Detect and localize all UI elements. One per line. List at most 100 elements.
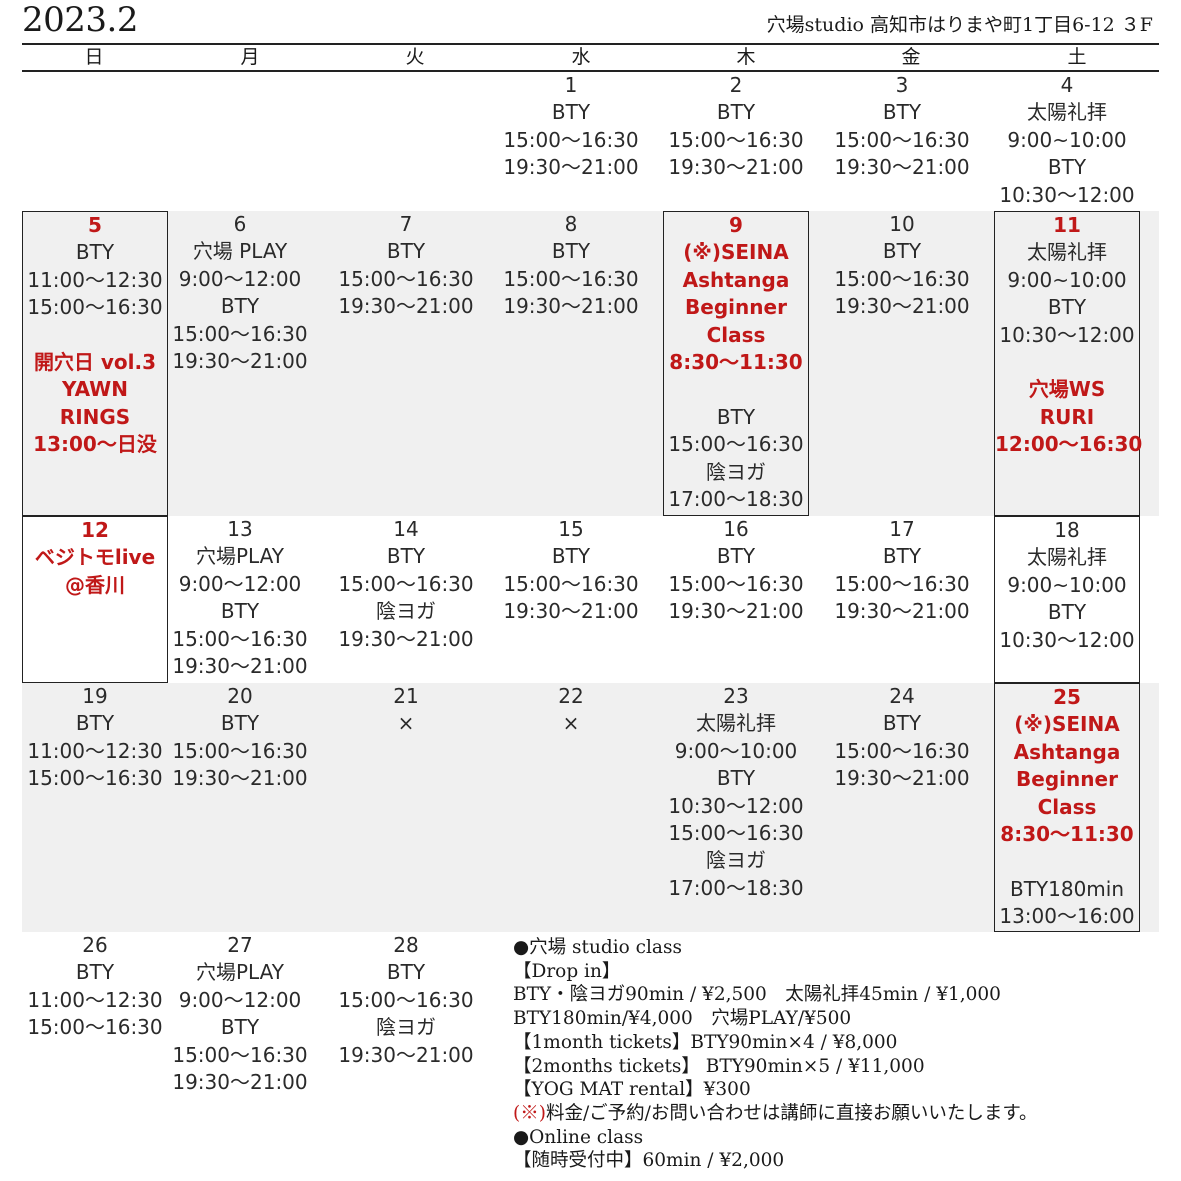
day-number: 11 bbox=[1053, 213, 1081, 237]
dropin-price-line-1: BTY・陰ヨガ90min / ¥2,500 太陽礼拝45min / ¥1,000 bbox=[513, 984, 1001, 1006]
event-line: Class bbox=[706, 322, 766, 347]
schedule-line: 19:30〜21:00 bbox=[668, 155, 804, 180]
studio-address: 穴場studio 高知市はりまや町1丁目6-12 ３F bbox=[766, 14, 1153, 36]
schedule-line: 19:30〜21:00 bbox=[503, 294, 639, 319]
weekday-header-row: 日 月 火 水 木 金 土 bbox=[0, 44, 1181, 70]
schedule-line: 15:00〜16:30 bbox=[668, 821, 804, 846]
day-cell: 21× bbox=[333, 683, 479, 738]
day-number: 13 bbox=[227, 517, 253, 541]
schedule-line: BTY bbox=[1047, 600, 1087, 625]
schedule-line: 陰ヨガ bbox=[706, 848, 766, 873]
header-divider bbox=[22, 43, 1159, 45]
day-number: 19 bbox=[82, 684, 108, 708]
online-class-heading: ●Online class bbox=[513, 1126, 644, 1148]
pricing-info: ●穴場 studio class 【Drop in】 BTY・陰ヨガ90min … bbox=[513, 936, 1038, 1173]
schedule-line: 15:00〜16:30 bbox=[503, 266, 639, 291]
day-number: 14 bbox=[393, 517, 419, 541]
schedule-line: BTY bbox=[220, 599, 260, 624]
day-number: 4 bbox=[1060, 73, 1074, 97]
day-number: 25 bbox=[1053, 685, 1081, 709]
schedule-line: 19:30〜21:00 bbox=[172, 1070, 308, 1095]
day-number: 26 bbox=[82, 933, 108, 957]
weekday-sat: 土 bbox=[1067, 46, 1087, 68]
event-line: 穴場WS bbox=[1028, 377, 1106, 402]
event-line: 開穴日 vol.3 bbox=[33, 350, 157, 375]
schedule-line: BTY bbox=[75, 240, 115, 265]
schedule-line: 19:30〜21:00 bbox=[338, 294, 474, 319]
schedule-line: 陰ヨガ bbox=[706, 459, 766, 484]
schedule-line: 17:00〜18:30 bbox=[668, 875, 804, 900]
schedule-line: 19:30〜21:00 bbox=[503, 599, 639, 624]
schedule-line: 15:00〜16:30 bbox=[668, 127, 804, 152]
schedule-line: 太陽礼拝 bbox=[1027, 545, 1107, 570]
event-line: Beginner bbox=[685, 295, 787, 320]
schedule-line: 19:30〜21:00 bbox=[172, 654, 308, 679]
schedule-line: 9:00~10:00 bbox=[1007, 127, 1127, 152]
event-line: RURI bbox=[1039, 404, 1095, 429]
weekday-tue: 火 bbox=[405, 46, 425, 68]
schedule-line: 11:00〜12:30 bbox=[27, 987, 163, 1012]
week-2-background bbox=[22, 211, 1159, 516]
schedule-line: 9:00~10:00 bbox=[1007, 267, 1127, 292]
day-number: 5 bbox=[88, 213, 102, 237]
event-line: 8:30〜11:30 bbox=[669, 350, 803, 375]
day-number: 15 bbox=[558, 517, 584, 541]
schedule-line: 15:00〜16:30 bbox=[172, 738, 308, 763]
schedule-line: 15:00〜16:30 bbox=[27, 1015, 163, 1040]
dropin-heading: 【Drop in】 bbox=[513, 960, 621, 982]
event-line: ベジトモlive bbox=[34, 545, 156, 570]
schedule-line: 穴場 PLAY bbox=[192, 239, 288, 264]
schedule-line: 19:30〜21:00 bbox=[668, 599, 804, 624]
online-class-price: 【随時受付中】60min / ¥2,000 bbox=[513, 1150, 785, 1172]
schedule-line: 19:30〜21:00 bbox=[834, 155, 970, 180]
event-line: 8:30〜11:30 bbox=[1000, 822, 1134, 847]
spacer bbox=[995, 848, 1139, 875]
schedule-line: 9:00〜10:00 bbox=[674, 738, 798, 763]
event-line: Ashtanga bbox=[1013, 739, 1121, 764]
schedule-line: 15:00〜16:30 bbox=[834, 127, 970, 152]
note-mark: (※) bbox=[513, 1102, 546, 1124]
day-number: 27 bbox=[227, 933, 253, 957]
schedule-line: BTY bbox=[716, 544, 756, 569]
weekday-fri: 金 bbox=[901, 46, 921, 68]
schedule-line: 9:00〜12:00 bbox=[178, 571, 302, 596]
studio-class-heading: ●穴場 studio class bbox=[513, 937, 682, 958]
schedule-line: × bbox=[562, 711, 580, 736]
spacer bbox=[995, 349, 1139, 376]
day-number: 1 bbox=[564, 73, 578, 97]
schedule-line: 19:30〜21:00 bbox=[834, 766, 970, 791]
schedule-line: BTY bbox=[716, 766, 756, 791]
schedule-line: BTY bbox=[551, 239, 591, 264]
weekday-divider bbox=[22, 70, 1159, 72]
schedule-line: 9:00~10:00 bbox=[1007, 572, 1127, 597]
day-cell: 22× bbox=[498, 683, 644, 738]
week-4-background bbox=[22, 683, 1159, 932]
day-number: 20 bbox=[227, 684, 253, 708]
dropin-price-line-2: BTY180min/¥4,000 穴場PLAY/¥500 bbox=[513, 1008, 852, 1030]
schedule-line: 10:30〜12:00 bbox=[668, 793, 804, 818]
schedule-line: 15:00〜16:30 bbox=[834, 266, 970, 291]
note-text: 料金/ご予約/お問い合わせは講師に直接お願いいたします。 bbox=[545, 1102, 1038, 1124]
schedule-line: 11:00〜12:30 bbox=[27, 267, 163, 292]
weekday-mon: 月 bbox=[240, 46, 260, 68]
day-number: 16 bbox=[723, 517, 749, 541]
schedule-line: 15:00〜16:30 bbox=[834, 738, 970, 763]
day-number: 8 bbox=[564, 212, 578, 236]
schedule-line: BTY bbox=[882, 100, 922, 125]
schedule-line: 15:00〜16:30 bbox=[668, 571, 804, 596]
event-line: (※)SEINA bbox=[1014, 712, 1120, 737]
